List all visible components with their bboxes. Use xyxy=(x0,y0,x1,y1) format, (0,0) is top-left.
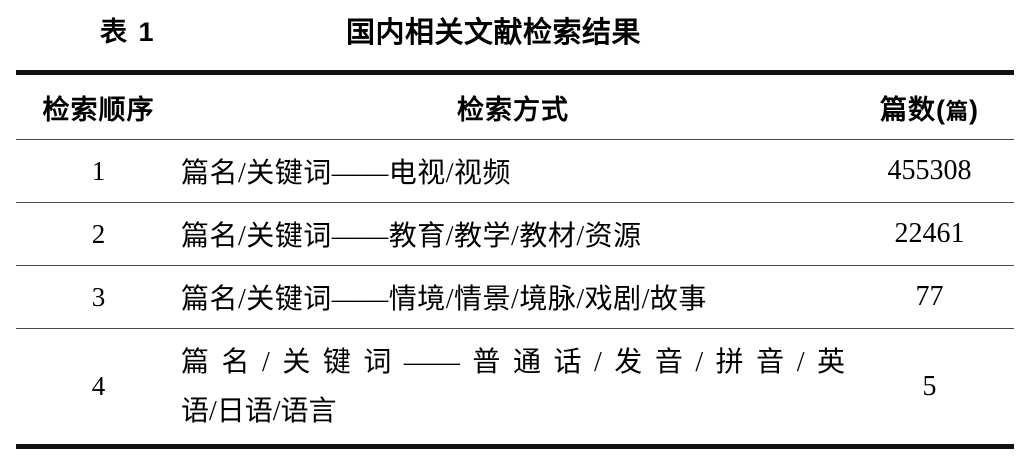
column-header-count-main: 篇数( xyxy=(879,94,946,125)
cell-count: 455308 xyxy=(887,155,972,186)
table-top-rule xyxy=(16,70,1014,75)
cell-method: 篇名/关键词——教育/教学/教材/资源 xyxy=(181,221,642,252)
table-title: 国内相关文献检索结果 xyxy=(346,17,642,49)
table-row: 1 篇名/关键词——电视/视频 455308 xyxy=(16,139,1014,203)
cell-count: 22461 xyxy=(894,218,965,249)
column-header-count-unit: 篇 xyxy=(945,98,969,124)
cell-method-line-2: 语/日语/语言 xyxy=(181,395,337,427)
cell-count: 5 xyxy=(922,370,937,402)
table-header-row: 检索顺序 检索方式 篇数(篇) xyxy=(16,75,1014,140)
cell-sequence: 3 xyxy=(91,281,106,312)
table-header: 检索顺序 检索方式 篇数(篇) xyxy=(16,75,1014,140)
table-number-label: 表 1 xyxy=(100,17,156,47)
table-row: 3 篇名/关键词——情境/情景/境脉/戏剧/故事 77 xyxy=(16,265,1014,329)
column-header-count: 篇数(篇) xyxy=(845,75,1014,140)
table-caption: 表 1 国内相关文献检索结果 xyxy=(0,6,1032,62)
table-row: 2 篇名/关键词——教育/教学/教材/资源 22461 xyxy=(16,202,1014,266)
cell-method: 篇名/关键词——普通话/发音/拼音/英 语/日语/语言 xyxy=(181,329,845,445)
search-results-table: 检索顺序 检索方式 篇数(篇) 1 篇名/关键词——电视/视频 455308 2… xyxy=(16,75,1014,444)
column-header-method: 检索方式 xyxy=(457,94,569,125)
cell-method: 篇名/关键词——情境/情景/境脉/戏剧/故事 xyxy=(181,284,707,315)
cell-sequence: 4 xyxy=(91,371,106,401)
column-header-sequence: 检索顺序 xyxy=(42,94,155,125)
cell-method: 篇名/关键词——电视/视频 xyxy=(181,158,512,189)
table-bottom-rule xyxy=(16,444,1014,449)
table-container: 检索顺序 检索方式 篇数(篇) 1 篇名/关键词——电视/视频 455308 2… xyxy=(16,70,1014,449)
table-body: 1 篇名/关键词——电视/视频 455308 2 篇名/关键词——教育/教学/教… xyxy=(16,139,1014,445)
table-row: 4 篇名/关键词——普通话/发音/拼音/英 语/日语/语言 5 xyxy=(16,328,1014,445)
cell-sequence: 1 xyxy=(91,155,106,186)
cell-method-line-1: 篇名/关键词——普通话/发音/拼音/英 xyxy=(181,346,845,378)
cell-sequence: 2 xyxy=(91,218,106,249)
column-header-count-close: ) xyxy=(969,94,979,125)
cell-count: 77 xyxy=(915,281,944,312)
